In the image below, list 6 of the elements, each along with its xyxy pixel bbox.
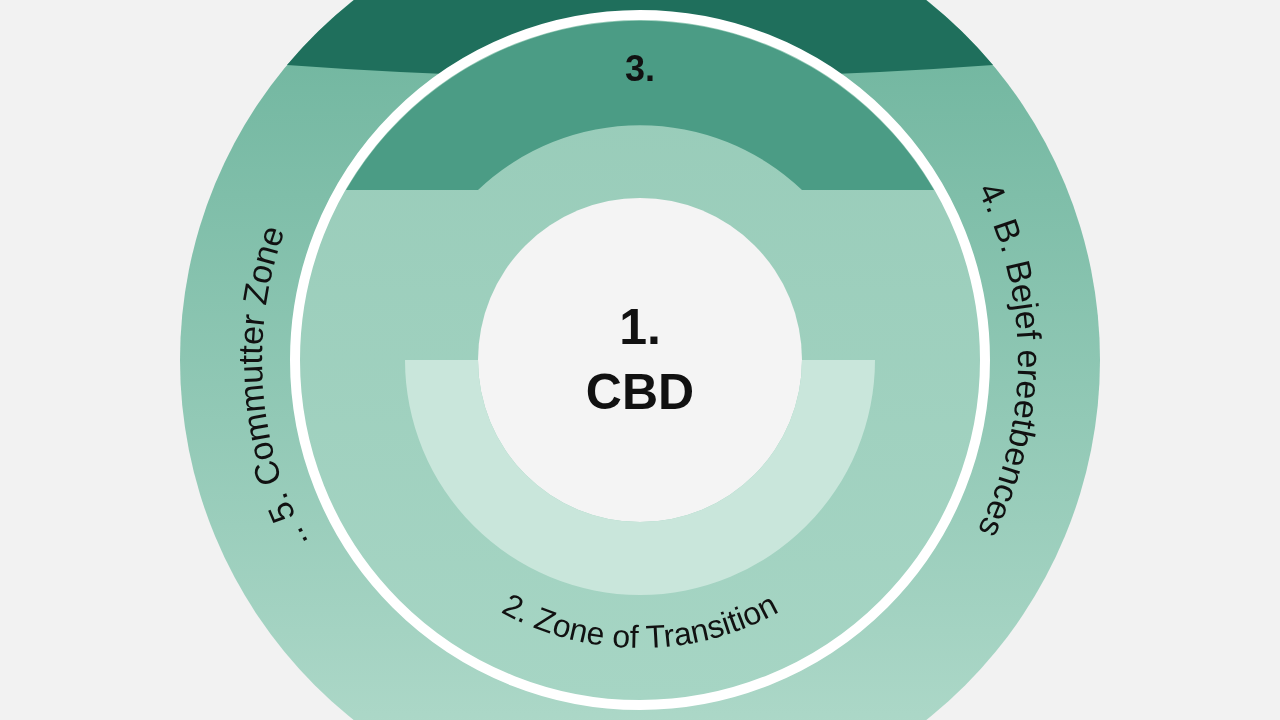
zone-label: 3. [625, 48, 655, 90]
zone-label: 2. Zone of Transition [497, 586, 783, 656]
top-band [346, 20, 934, 190]
zone-label: 1. CBD [585, 298, 695, 422]
crescent-band [405, 360, 875, 595]
outer-zone-ring [180, 0, 1100, 720]
